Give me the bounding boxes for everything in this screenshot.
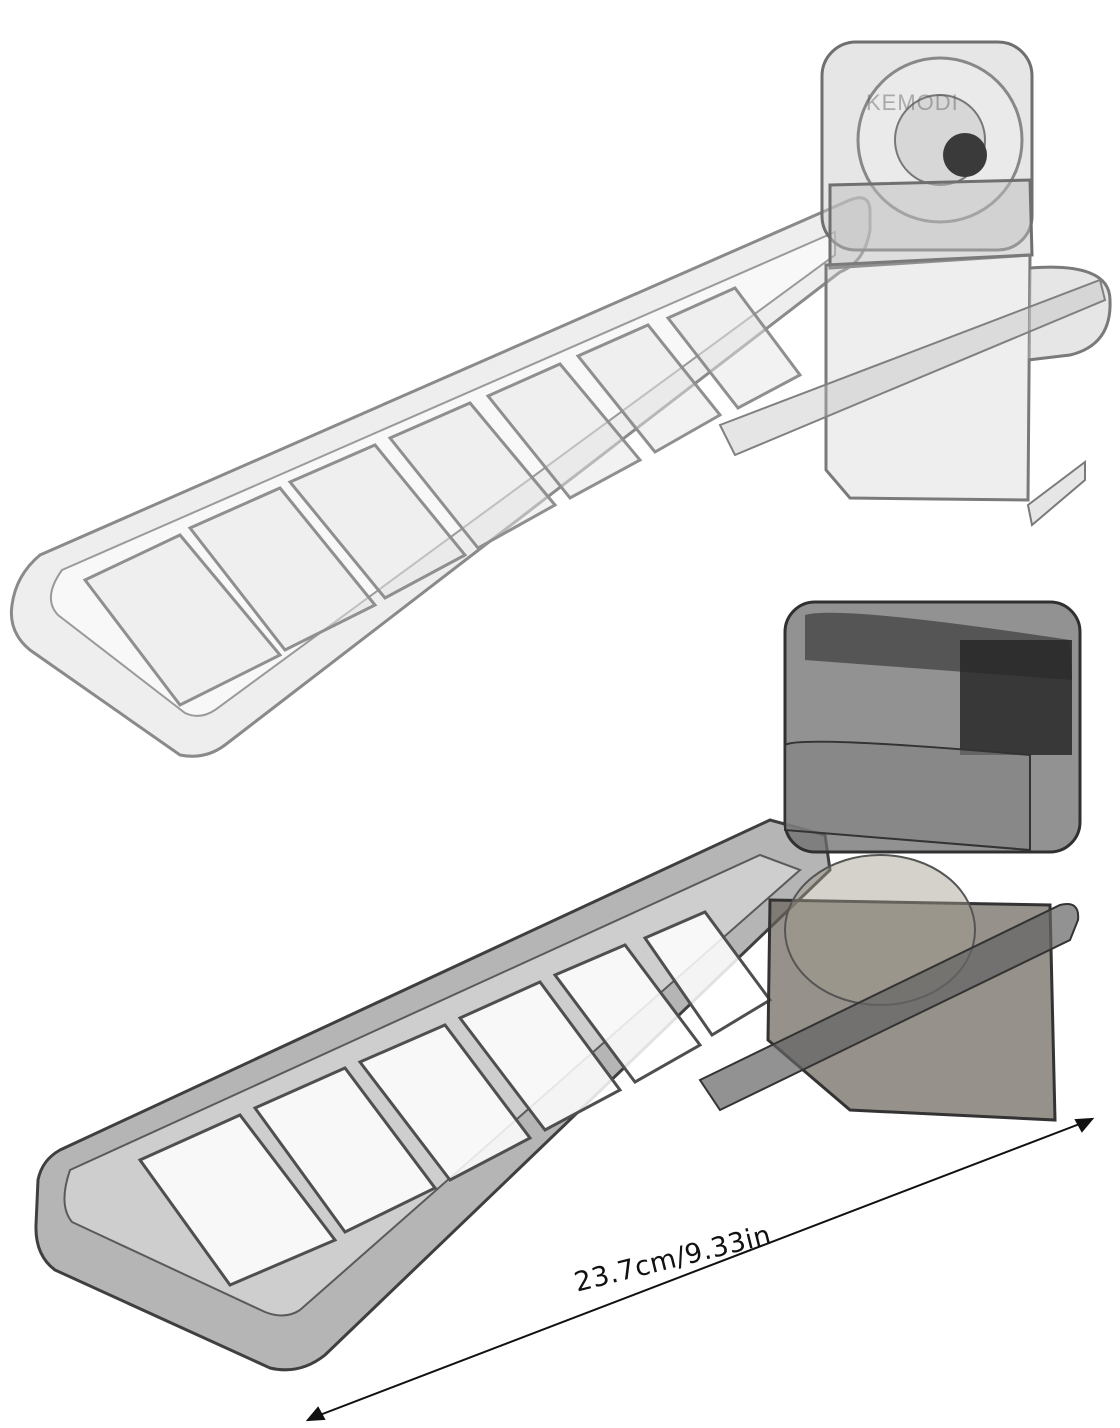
grey-faucet-rack <box>34 600 1082 1372</box>
brand-mark: KEMODI <box>866 90 959 115</box>
grey-tray-slats <box>137 910 773 1287</box>
grey-clip-housing <box>766 600 1082 1122</box>
clear-tray-slats <box>82 286 803 707</box>
clear-clip-housing <box>820 40 1112 527</box>
clear-strap <box>718 278 1107 457</box>
grey-strap <box>698 903 1080 1112</box>
clear-faucet-rack <box>9 40 1112 758</box>
dimension-arrow <box>305 1117 1095 1422</box>
